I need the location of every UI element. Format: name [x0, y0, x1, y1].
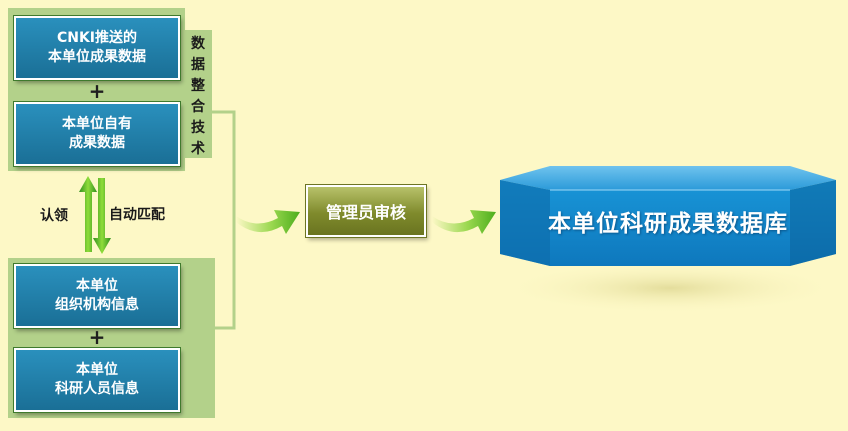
integration-char-1: 数: [191, 36, 205, 52]
org-info-line1: 本单位: [76, 278, 118, 294]
org-info-box: 本单位 组织机构信息: [14, 264, 180, 328]
cnki-data-line1: CNKI推送的: [56, 30, 138, 46]
admin-review-box: 管理员审核: [306, 185, 426, 237]
integration-char-2: 据: [191, 57, 205, 73]
integration-char-4: 合: [191, 99, 205, 115]
integration-char-6: 术: [191, 141, 205, 157]
staff-info-line2: 科研人员信息: [55, 381, 139, 397]
plus-sign-top: +: [88, 79, 106, 103]
arrow-to-database-icon: [432, 210, 496, 234]
claim-label: 认领: [40, 208, 68, 224]
integration-char-5: 技: [191, 120, 205, 136]
database-prism: [500, 166, 840, 314]
cnki-data-line2: 本单位成果数据: [48, 49, 146, 65]
staff-info-box: 本单位 科研人员信息: [14, 348, 180, 412]
own-data-box: 本单位自有 成果数据: [14, 102, 180, 166]
own-data-line1: 本单位自有: [62, 116, 132, 132]
own-data-line2: 成果数据: [69, 135, 125, 151]
cnki-data-box: CNKI推送的 本单位成果数据: [14, 16, 180, 80]
auto-match-label: 自动匹配: [109, 207, 165, 223]
staff-info-line1: 本单位: [76, 362, 118, 378]
bidirectional-arrow-icon: [79, 176, 111, 254]
org-info-line2: 组织机构信息: [55, 297, 139, 313]
database-label: 本单位科研成果数据库: [548, 211, 788, 237]
integration-char-3: 整: [191, 78, 205, 94]
arrow-to-review-icon: [236, 210, 300, 234]
integration-panel: [185, 30, 212, 158]
plus-sign-bottom: +: [88, 325, 106, 349]
